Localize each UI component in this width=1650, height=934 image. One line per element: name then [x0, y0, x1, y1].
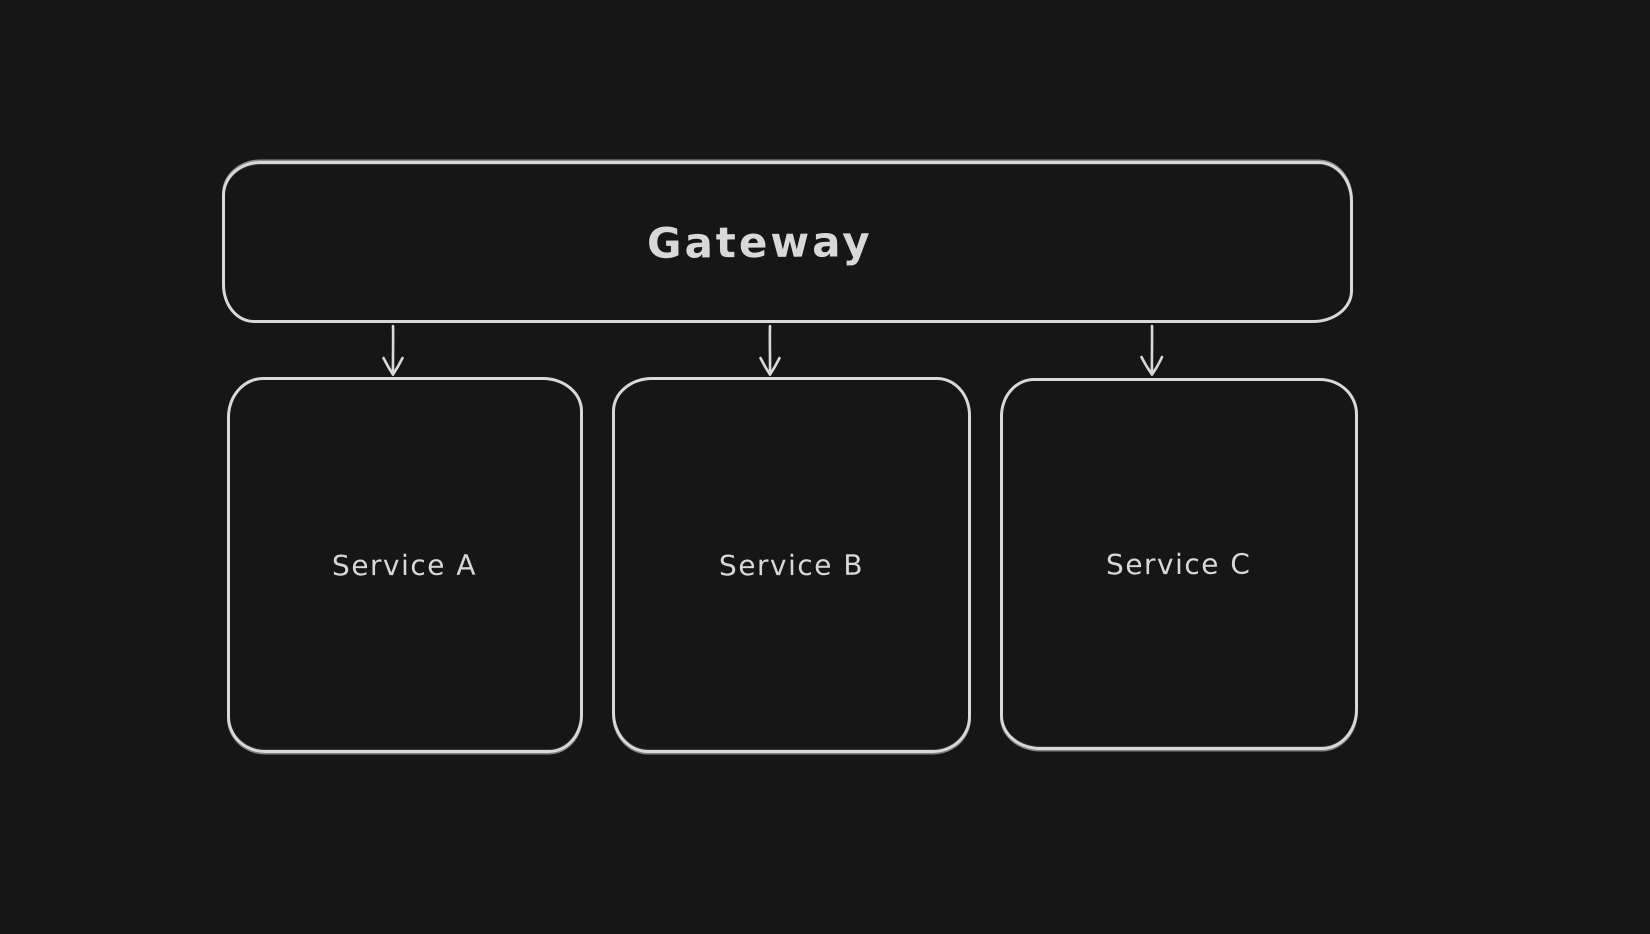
node-gateway-label: Gateway: [646, 216, 873, 268]
node-service-a[interactable]: Service A: [227, 377, 583, 753]
node-service-c-label: Service C: [1106, 547, 1252, 581]
edge-gateway-to-service-a[interactable]: [375, 323, 411, 379]
edge-gateway-to-service-b[interactable]: [752, 323, 788, 379]
node-gateway[interactable]: Gateway: [222, 161, 1353, 323]
arrow-down-icon: [1140, 324, 1164, 376]
node-service-a-label: Service A: [332, 548, 478, 582]
arrow-down-icon: [759, 324, 781, 376]
node-service-b[interactable]: Service B: [612, 377, 971, 753]
arrow-down-icon: [382, 324, 404, 376]
edge-gateway-to-service-c[interactable]: [1134, 323, 1170, 379]
node-service-c[interactable]: Service C: [1000, 378, 1358, 750]
node-service-b-label: Service B: [718, 548, 865, 582]
